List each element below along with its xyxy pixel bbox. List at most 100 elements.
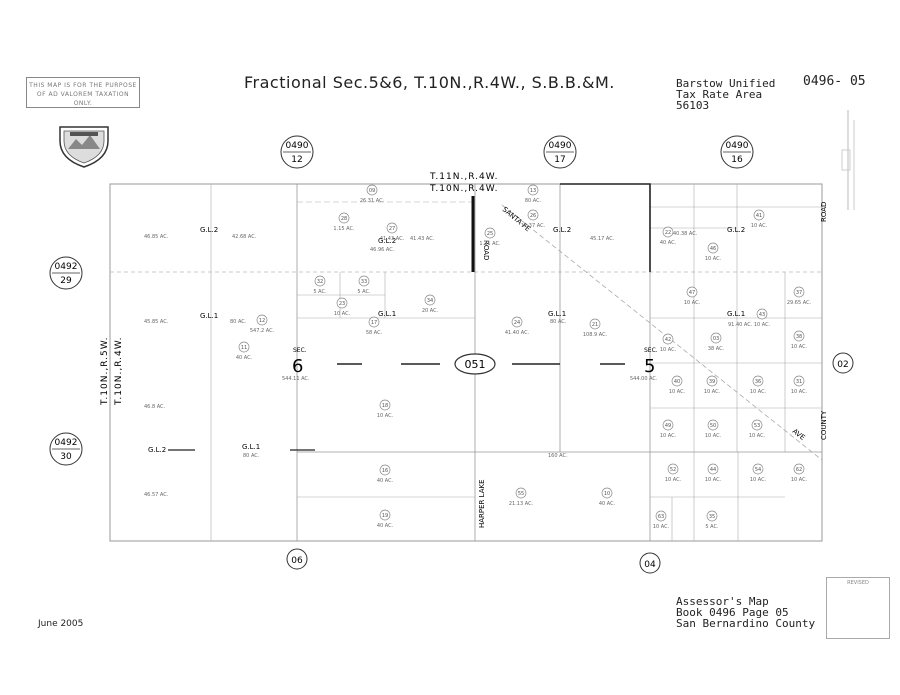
santa-fe-label: SANTA FE bbox=[501, 205, 532, 233]
parcel-62[interactable]: 62 10 AC. bbox=[791, 463, 808, 483]
parcel-number: 38 bbox=[796, 334, 802, 340]
svg-text:12: 12 bbox=[291, 155, 302, 165]
adjoining-map-top-mid[interactable]: 0490 17 bbox=[543, 135, 577, 169]
parcel-number: 62 bbox=[796, 467, 802, 473]
gl-label: G.L.2 bbox=[378, 237, 396, 245]
parcel-33[interactable]: 335 AC. bbox=[357, 275, 371, 295]
acreage-label: 41.43 AC. bbox=[410, 236, 435, 242]
township-label-left2: T.10N.,R.4W. bbox=[114, 337, 124, 406]
disclaimer-box: THIS MAP IS FOR THE PURPOSE OF AD VALORE… bbox=[26, 77, 140, 108]
parcel-circle bbox=[793, 463, 805, 475]
parcel-number: 16 bbox=[382, 468, 388, 474]
parcel-circle bbox=[710, 332, 722, 344]
parcel-number: 28 bbox=[341, 216, 347, 222]
parcel-number: 63 bbox=[658, 514, 664, 520]
parcel-32[interactable]: 325 AC. bbox=[313, 275, 327, 295]
svg-text:0490: 0490 bbox=[549, 141, 572, 151]
parcel-25[interactable]: 251.31 AC. bbox=[479, 227, 501, 247]
parcel-35[interactable]: 355 AC. bbox=[705, 510, 719, 530]
parcel-circle bbox=[379, 464, 391, 476]
map-date: June 2005 bbox=[38, 619, 84, 629]
parcel-28[interactable]: 28 1.15 AC. bbox=[333, 212, 355, 232]
adjoining-map-left-upper[interactable]: 0492 29 bbox=[49, 256, 83, 290]
parcel-acreage: 10 AC. bbox=[660, 347, 677, 353]
svg-text:30: 30 bbox=[60, 452, 72, 462]
adjoining-map-left-lower[interactable]: 0492 30 bbox=[49, 432, 83, 466]
gl-label: G.L.1 bbox=[378, 310, 396, 318]
parcel-circle bbox=[667, 463, 679, 475]
parcel-number: 36 bbox=[755, 379, 761, 385]
parcel-number: 41 bbox=[756, 213, 762, 219]
parcel-number: 27 bbox=[389, 226, 395, 232]
parcel-acreage: 29.65 AC. bbox=[787, 300, 812, 306]
parcel-circle bbox=[793, 286, 805, 298]
parcel-number: 12 bbox=[259, 318, 265, 324]
parcel-circle bbox=[238, 341, 250, 353]
gl-label: G.L.1 bbox=[727, 310, 745, 318]
parcel-number: 35 bbox=[709, 514, 715, 520]
parcel-acreage: 1.15 AC. bbox=[333, 226, 355, 232]
parcel-acreage: 40 AC. bbox=[660, 240, 677, 246]
parcel-circle bbox=[662, 333, 674, 345]
parcel-acreage: 40 AC. bbox=[377, 523, 394, 529]
adjoining-map-bottom-left[interactable]: 06 bbox=[286, 548, 308, 570]
parcel-circle bbox=[671, 375, 683, 387]
disclaimer-text: THIS MAP IS FOR THE PURPOSE OF AD VALORE… bbox=[29, 82, 137, 107]
parcel-number: 32 bbox=[317, 279, 323, 285]
book-page: Book 0496 Page 05 bbox=[676, 606, 789, 619]
parcel-circle bbox=[601, 487, 613, 499]
parcel-circle bbox=[256, 314, 268, 326]
center-page-oval[interactable]: 051 bbox=[454, 353, 496, 375]
adjoining-map-bottom-right[interactable]: 04 bbox=[639, 552, 661, 574]
parcel-acreage: 10 AC. bbox=[791, 477, 808, 483]
parcel-number: 34 bbox=[427, 298, 433, 304]
adjoining-map-right[interactable]: 02 bbox=[832, 352, 854, 374]
adjoining-map-top-right[interactable]: 0490 16 bbox=[720, 135, 754, 169]
parcel-circle bbox=[752, 463, 764, 475]
parcel-acreage: 40 AC. bbox=[599, 501, 616, 507]
adjoining-map-top-left[interactable]: 0490 12 bbox=[280, 135, 314, 169]
gl-label: G.L.1 bbox=[242, 443, 260, 451]
parcel-circle bbox=[358, 275, 370, 287]
map-type: Assessor's Map bbox=[676, 595, 769, 608]
gl-label: G.L.2 bbox=[553, 226, 571, 234]
parcel-circle bbox=[589, 318, 601, 330]
parcel-number: 21 bbox=[592, 322, 598, 328]
